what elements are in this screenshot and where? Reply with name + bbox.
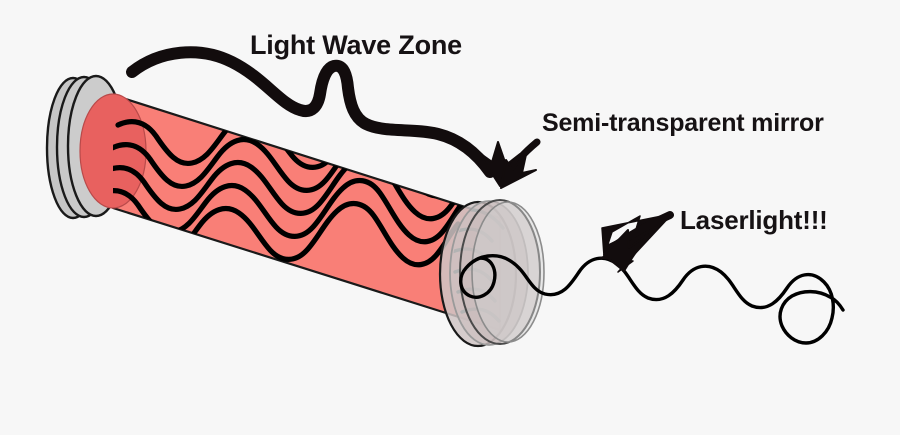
pointer-laserlight: [599, 211, 674, 273]
mirror-arrowhead: [500, 149, 537, 189]
light-wave-zone-brush-curve: [126, 46, 496, 178]
laserlight-arrow-tip: [603, 229, 649, 272]
front-mirror-rim: [471, 201, 545, 343]
label-laserlight: Laserlight!!!: [680, 205, 828, 235]
pointer-semi-transparent-mirror: [500, 138, 541, 189]
front-mirror-glass-face: [459, 199, 541, 345]
semi-transparent-mirror-disc: [438, 199, 545, 348]
laser-beam-wave: [459, 254, 845, 345]
label-light-wave-zone: Light Wave Zone: [250, 30, 462, 60]
wave-line-3: [113, 155, 473, 222]
label-semi-transparent-mirror: Semi-transparent mirror: [542, 109, 824, 137]
